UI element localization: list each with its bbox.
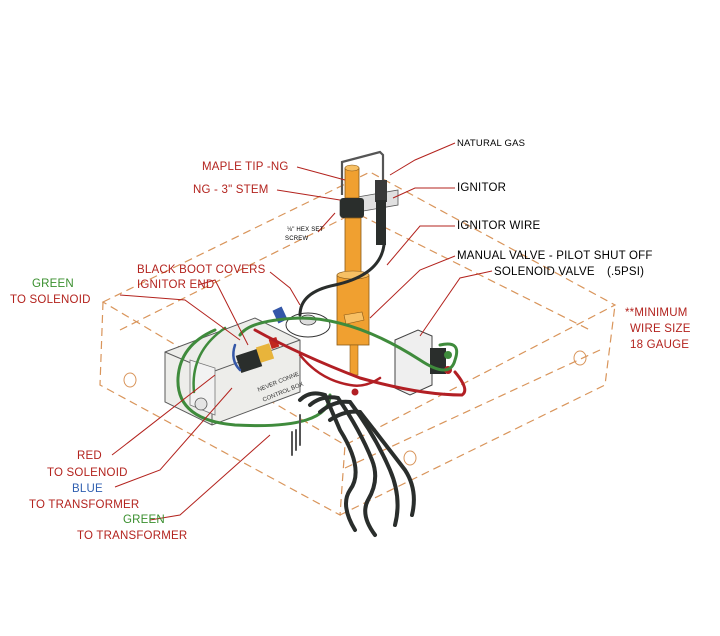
blue-transformer-label-1: BLUE	[72, 483, 103, 495]
green-transformer-label-1: GREEN	[123, 514, 165, 526]
red-solenoid-label-2: TO SOLENOID	[47, 467, 128, 479]
natural-gas-label: NATURAL GAS	[457, 138, 526, 149]
blue-transformer-label-2: TO TRANSFORMER	[29, 499, 140, 511]
pilot-assembly	[336, 150, 399, 376]
wiring	[176, 243, 467, 537]
ignitor-label: IGNITOR	[457, 182, 507, 194]
min-wire-label-1: **MINIMUM	[625, 307, 688, 319]
control-box	[164, 317, 301, 426]
green-solenoid-label-1: GREEN	[32, 278, 74, 290]
red-solenoid-label-1: RED	[77, 450, 102, 462]
green-transformer-label-2: TO TRANSFORMER	[77, 530, 188, 542]
black-boot-label-1: BLACK BOOT COVERS	[137, 264, 266, 276]
maple-tip-label: MAPLE TIP -NG	[202, 161, 289, 173]
screw-label: SCREW	[285, 236, 309, 242]
min-wire-label-3: 18 GAUGE	[630, 339, 690, 351]
hex-set-label: ⅛" HEX SET	[287, 227, 324, 233]
ignitor-wire-label: IGNITOR WIRE	[457, 220, 541, 232]
manual-valve-label: MANUAL VALVE - PILOT SHUT OFF	[457, 250, 653, 262]
leader-lines	[111, 142, 493, 521]
black-boot-label-2: IGNITOR END	[137, 279, 215, 291]
box-holes	[123, 350, 587, 466]
psi-label: (.5PSI)	[607, 266, 645, 278]
ng-stem-label: NG - 3" STEM	[193, 184, 269, 196]
solenoid-valve-label: SOLENOID VALVE	[494, 266, 595, 278]
green-solenoid-label-2: TO SOLENOID	[10, 294, 91, 306]
min-wire-label-2: WIRE SIZE	[630, 323, 691, 335]
